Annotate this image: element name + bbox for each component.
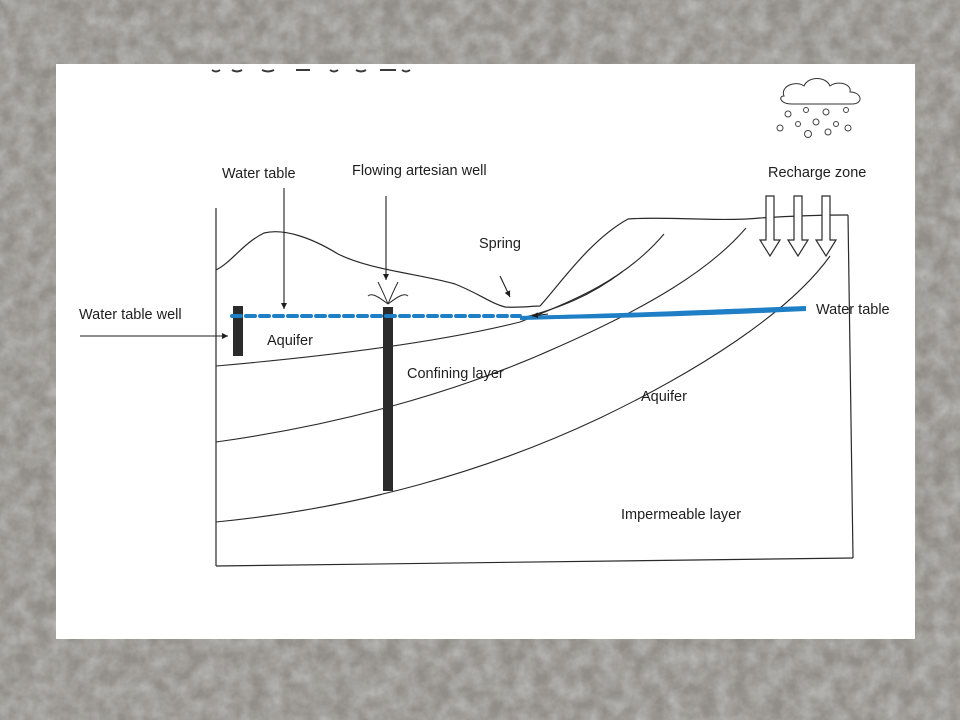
label-spring: Spring [479, 236, 521, 252]
arrow-down-icon [758, 195, 838, 258]
spring-pointer [499, 275, 511, 298]
cross-section-outline [215, 208, 854, 567]
stratum-boundaries [215, 227, 831, 523]
cropped-title-fragment [211, 69, 411, 73]
ground-surface [215, 214, 849, 308]
artesian-spray [367, 281, 409, 305]
label-aquifer-upper: Aquifer [267, 333, 313, 349]
water-table-well [233, 306, 243, 356]
raindrop-icon [776, 107, 852, 138]
confining-layer-base [215, 227, 747, 443]
spring-outflow-pointer [531, 312, 549, 319]
label-confining-layer: Confining layer [407, 366, 504, 382]
label-aquifer-lower: Aquifer [641, 389, 687, 405]
flowing-artesian-well [383, 307, 393, 491]
label-water-table-well: Water table well [79, 307, 182, 323]
label-recharge-zone: Recharge zone [768, 165, 867, 181]
pointer-arrows [80, 188, 549, 339]
diagram-panel [56, 64, 915, 639]
label-water-table-right: Water table [816, 302, 890, 318]
label-flowing-artesian-well: Flowing artesian well [352, 163, 487, 179]
label-impermeable-layer: Impermeable layer [621, 507, 742, 523]
spring-layer-line [521, 271, 623, 319]
label-water-table-top: Water table [222, 166, 296, 182]
lower-aquifer-base [215, 255, 831, 523]
rain-cloud-icon [780, 78, 861, 105]
